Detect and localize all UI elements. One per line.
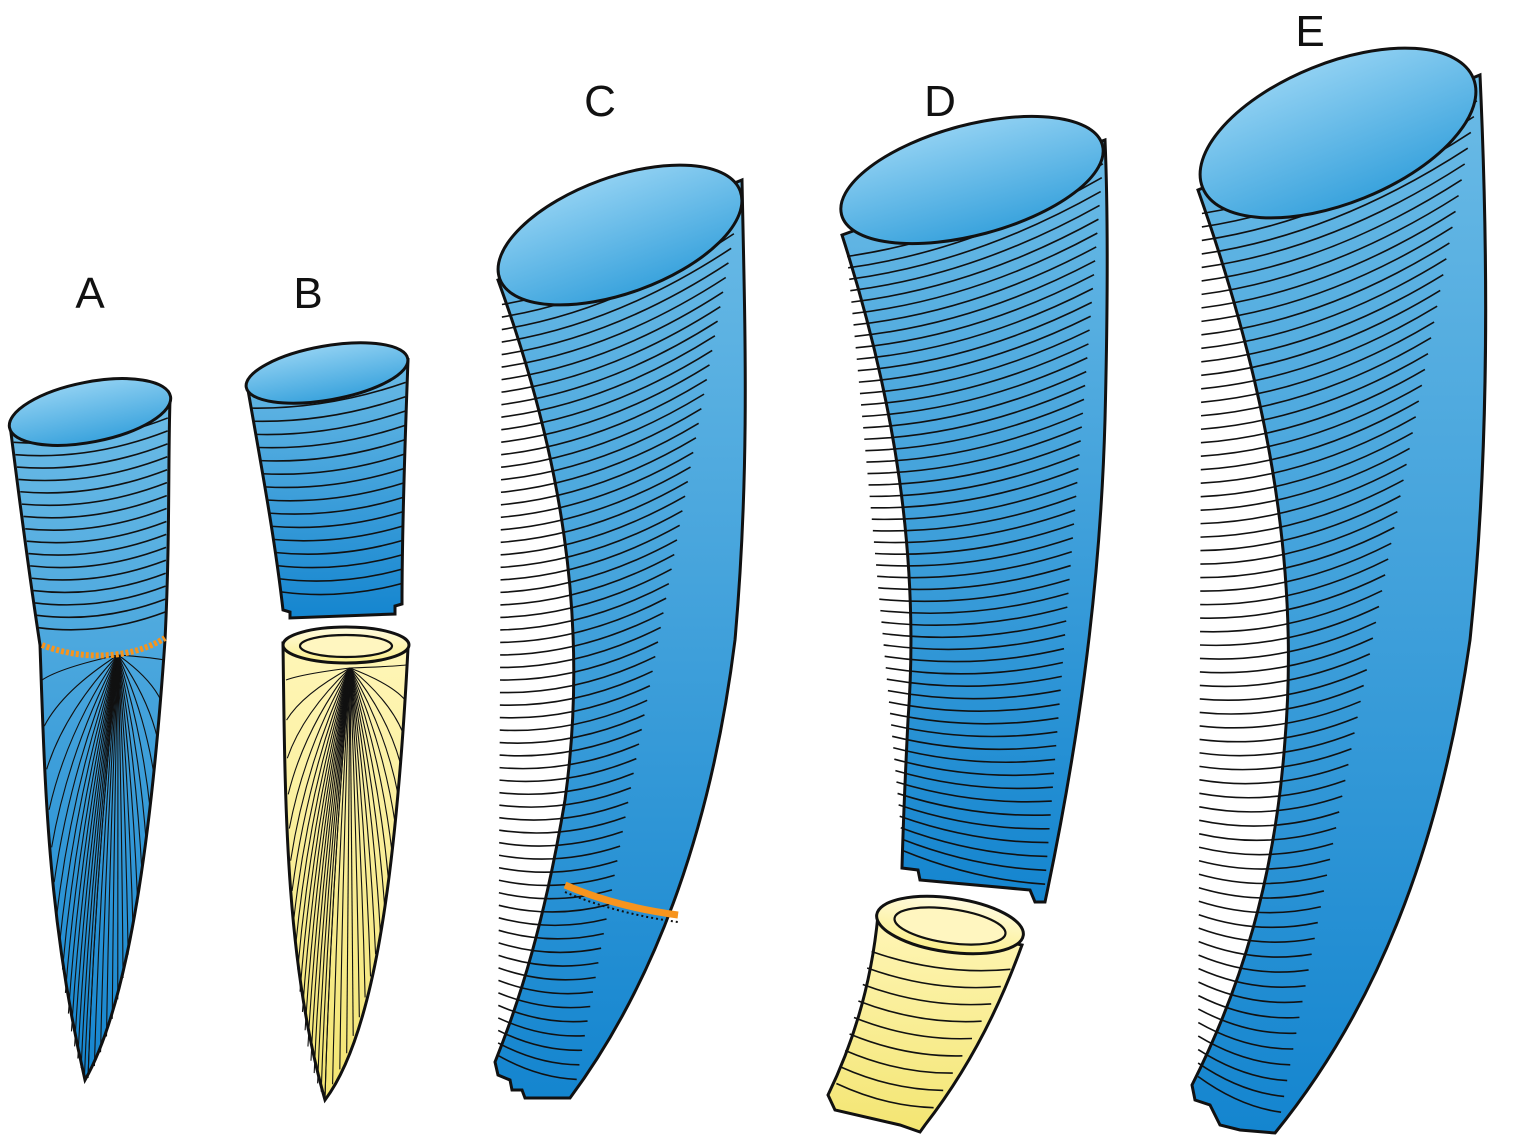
shell-c bbox=[480, 137, 760, 1098]
shell-b bbox=[242, 332, 413, 1100]
shell-c-body bbox=[495, 180, 745, 1098]
panel-label-c: C bbox=[584, 77, 616, 126]
shell-d bbox=[827, 92, 1116, 1132]
panel-label-d: D bbox=[924, 77, 956, 126]
shell-e bbox=[1176, 13, 1499, 1133]
panel-label-a: A bbox=[75, 269, 105, 318]
shell-b-lower-rim-inner bbox=[300, 635, 392, 657]
panel-label-e: E bbox=[1295, 7, 1324, 56]
shell-d-upper-body bbox=[842, 140, 1107, 902]
shell-a bbox=[4, 367, 176, 1080]
panel-label-b: B bbox=[293, 269, 322, 318]
